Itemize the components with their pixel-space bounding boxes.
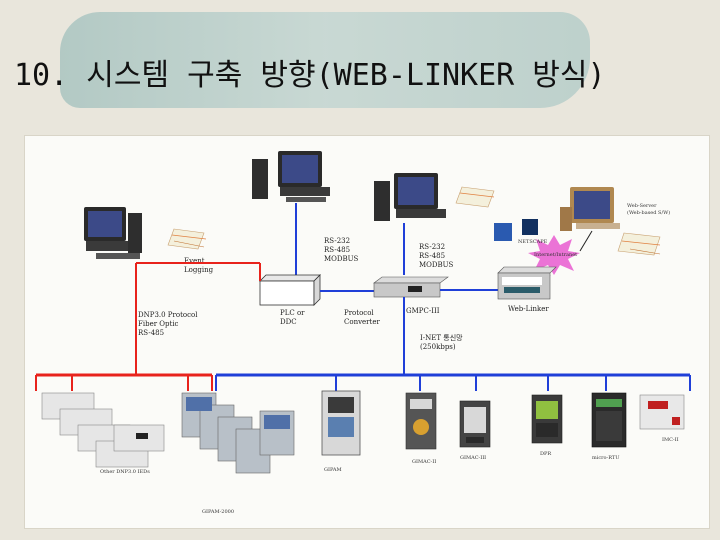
workstation-event-logging — [84, 207, 142, 259]
label-gmpc: GMPC-III — [406, 307, 440, 315]
label-internet-intranet: Internet/Intranet — [534, 252, 577, 258]
internet-intranet-burst — [528, 235, 580, 275]
label-event: Event — [184, 257, 205, 265]
micro-rtu-device — [591, 392, 627, 448]
label-rs485-b: RS-485 — [419, 252, 445, 260]
label-netscape: NETSCAPE — [518, 239, 548, 245]
imc-ii-device — [639, 394, 685, 430]
gmpc-converter-device — [373, 276, 449, 298]
label-dpr: DPR — [540, 451, 551, 457]
label-dnp3: DNP3.0 Protocol — [138, 311, 198, 319]
label-other-ieds: Other DNP3.0 IEDs — [100, 469, 150, 475]
title-highlight — [60, 12, 590, 108]
workstation-modbus-b — [374, 173, 446, 221]
other-dnp3-ied-stack — [41, 392, 165, 468]
label-micro-rtu: micro-RTU — [592, 455, 619, 461]
web-server-computer — [560, 187, 620, 231]
label-web-linker: Web-Linker — [508, 305, 549, 313]
workstation-modbus-a — [252, 151, 330, 202]
plc-ddc-box — [259, 274, 321, 306]
label-plc-or: PLC or — [280, 309, 305, 317]
label-rs485-dnp: RS-485 — [138, 329, 164, 337]
label-rs232-b: RS-232 — [419, 243, 445, 251]
label-logging: Logging — [184, 266, 214, 274]
web-linker-device — [497, 266, 557, 300]
netscape-icon — [522, 219, 538, 235]
label-inet: I-NET 통신망 — [420, 333, 463, 342]
label-converter: Converter — [344, 318, 380, 326]
label-fiber-optic: Fiber Optic — [138, 320, 179, 328]
printer-paper-3 — [617, 232, 661, 256]
label-web-based-sw: (Web-based S/W) — [627, 209, 670, 216]
page-title: 10. 시스템 구축 방향(WEB-LINKER 방식) — [14, 58, 606, 93]
explorer-icon — [494, 223, 512, 241]
label-modbus-a: MODBUS — [324, 255, 359, 263]
system-architecture-diagram: Event Logging Web-Server (Web-based S/W) — [35, 151, 691, 515]
label-gimac-ii: GIMAC-II — [412, 459, 436, 465]
gipam-device — [321, 390, 361, 456]
label-rs485-a: RS-485 — [324, 246, 350, 254]
dpr-device — [531, 394, 563, 444]
gipam-2000-stack — [181, 392, 295, 474]
label-gipam: GIPAM — [324, 467, 342, 473]
gimac-ii-device — [405, 392, 437, 450]
label-web-server: Web-Server — [627, 203, 657, 209]
gimac-iii-device — [459, 400, 491, 448]
printer-paper-2 — [455, 186, 495, 208]
label-rs232-a: RS-232 — [324, 237, 350, 245]
label-protocol: Protocol — [344, 309, 374, 317]
label-imc-ii: IMC-II — [662, 437, 679, 443]
printer-paper-1 — [167, 228, 207, 250]
label-modbus-b: MODBUS — [419, 261, 454, 269]
label-ddc: DDC — [280, 318, 297, 326]
label-gimac-iii: GIMAC-III — [460, 455, 486, 461]
label-gipam-2000: GIPAM-2000 — [202, 509, 234, 515]
label-250kbps: (250kbps) — [420, 343, 456, 351]
